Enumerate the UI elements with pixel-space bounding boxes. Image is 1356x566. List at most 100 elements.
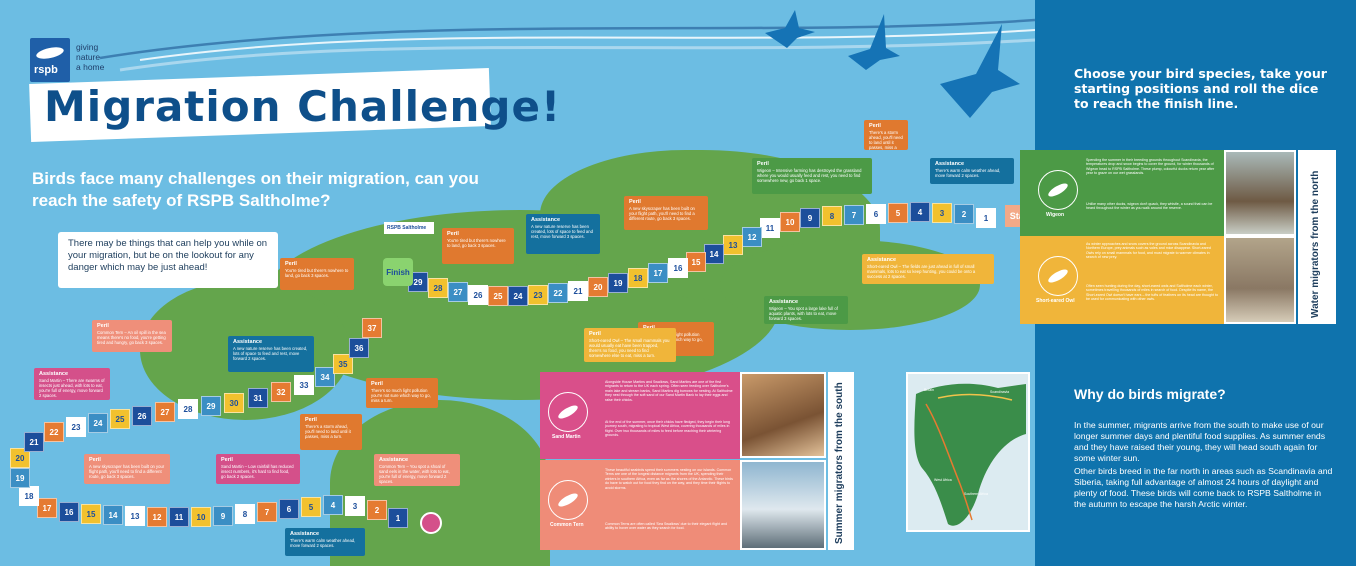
lower-board-space[interactable]: 25 bbox=[110, 409, 130, 429]
upper-board-space[interactable]: 10 bbox=[780, 212, 800, 232]
lower-board-space[interactable]: 1 bbox=[388, 508, 408, 528]
lower-board-space[interactable]: 16 bbox=[59, 502, 79, 522]
upper-board-space[interactable]: 7 bbox=[844, 205, 864, 225]
upper-board-space[interactable]: 28 bbox=[428, 278, 448, 298]
upper-board-space[interactable]: 26 bbox=[468, 285, 488, 305]
lower-board-space[interactable]: 27 bbox=[155, 402, 175, 422]
lower-board-space[interactable]: 37 bbox=[362, 318, 382, 338]
lower-board-space[interactable]: 26 bbox=[132, 406, 152, 426]
card-type: Assistance bbox=[290, 531, 320, 537]
upper-board-space[interactable]: 4 bbox=[910, 202, 930, 222]
page-title: Migration Challenge! bbox=[44, 82, 562, 131]
card-text: There's warm calm weather ahead, move fo… bbox=[935, 168, 1001, 178]
lower-board-space[interactable]: 21 bbox=[24, 432, 44, 452]
card-type: Assistance bbox=[769, 299, 799, 305]
lower-board-space[interactable]: 30 bbox=[224, 393, 244, 413]
lower-board-space[interactable]: 3 bbox=[345, 496, 365, 516]
lower-board-space[interactable]: 34 bbox=[315, 367, 335, 387]
lower-board-space[interactable]: 6 bbox=[279, 499, 299, 519]
upper-board-space[interactable]: 19 bbox=[608, 273, 628, 293]
lower-board-space[interactable]: 13 bbox=[125, 506, 145, 526]
logo-tag-line: a home bbox=[76, 62, 105, 72]
south-label: Summer migrators from the south bbox=[834, 382, 845, 544]
upper-board-space[interactable]: 22 bbox=[548, 283, 568, 303]
upper-board-space[interactable]: 21 bbox=[568, 281, 588, 301]
upper-board-space[interactable]: 14 bbox=[704, 244, 724, 264]
lower-board-space[interactable]: 23 bbox=[66, 417, 86, 437]
upper-board-space[interactable]: 12 bbox=[742, 227, 762, 247]
lower-board-space[interactable]: 19 bbox=[10, 468, 30, 488]
card-text: A new skyscraper has been built on your … bbox=[629, 206, 695, 221]
card-type: Peril bbox=[221, 457, 233, 463]
lower-board-space[interactable]: 28 bbox=[178, 399, 198, 419]
upper-board-space[interactable]: 11 bbox=[760, 218, 780, 238]
sand-martin-panel: Sand Martin Alongside House Martins and … bbox=[540, 372, 740, 459]
upper-board-space[interactable]: 8 bbox=[822, 206, 842, 226]
wigeon-panel: Wigeon Spending the summer in their bree… bbox=[1020, 150, 1224, 236]
lower-board-space[interactable]: 10 bbox=[191, 507, 211, 527]
upper-board-space[interactable]: 9 bbox=[800, 208, 820, 228]
lower-board-space[interactable]: 35 bbox=[333, 354, 353, 374]
upper-board-space[interactable]: 6 bbox=[866, 204, 886, 224]
sand-martin-name: Sand Martin bbox=[552, 434, 581, 440]
lower-board-space[interactable]: 2 bbox=[367, 500, 387, 520]
saltholme-flag: RSPB Saltholme bbox=[384, 222, 434, 234]
intro-box: There may be things that can help you wh… bbox=[58, 232, 278, 288]
upper-board-space[interactable]: 16 bbox=[668, 258, 688, 278]
lower-board-space[interactable]: 9 bbox=[213, 506, 233, 526]
upper-board-space[interactable]: 1 bbox=[976, 208, 996, 228]
logo-tag-line: nature bbox=[76, 52, 101, 62]
lower-board-space[interactable]: 14 bbox=[103, 505, 123, 525]
upper-board-space[interactable]: 24 bbox=[508, 286, 528, 306]
lower-board-space[interactable]: 20 bbox=[10, 448, 30, 468]
lower-board-space[interactable]: 32 bbox=[271, 382, 291, 402]
upper-board-space[interactable]: 27 bbox=[448, 282, 468, 302]
upper-board-space[interactable]: 23 bbox=[528, 285, 548, 305]
upper-board-space[interactable]: 5 bbox=[888, 203, 908, 223]
lower-board-space[interactable]: 22 bbox=[44, 422, 64, 442]
upper-board-space[interactable]: 2 bbox=[954, 204, 974, 224]
wigeon-name: Wigeon bbox=[1046, 212, 1065, 218]
finish-space[interactable]: Finish bbox=[383, 258, 413, 286]
lower-board-space[interactable]: 31 bbox=[248, 388, 268, 408]
card-text: There's so much light pollution you're n… bbox=[371, 388, 431, 403]
upper-board-space[interactable]: 20 bbox=[588, 277, 608, 297]
lower-board-space[interactable]: 12 bbox=[147, 507, 167, 527]
card-text: There's a storm ahead, you'll need to la… bbox=[869, 130, 903, 150]
owl-icon bbox=[1046, 267, 1070, 285]
lower-board-space[interactable]: 33 bbox=[294, 375, 314, 395]
lower-board-space[interactable]: 4 bbox=[323, 495, 343, 515]
common-tern-panel: Common Tern These beautiful seabirds spe… bbox=[540, 460, 740, 550]
goose-icon bbox=[765, 8, 815, 53]
lower-board-space[interactable]: 17 bbox=[37, 498, 57, 518]
lower-board-space[interactable]: 11 bbox=[169, 507, 189, 527]
lower-board-space[interactable]: 24 bbox=[88, 413, 108, 433]
lower-board-space[interactable]: 15 bbox=[81, 504, 101, 524]
lower-board-space[interactable]: 5 bbox=[301, 497, 321, 517]
north-label-strip bbox=[1298, 150, 1336, 324]
upper-board-space[interactable]: 17 bbox=[648, 263, 668, 283]
lower-board-space[interactable]: 18 bbox=[19, 486, 39, 506]
owl-name: Short-eared Owl bbox=[1036, 298, 1075, 304]
card-type: Peril bbox=[589, 331, 601, 337]
upper-board-space[interactable]: 25 bbox=[488, 286, 508, 306]
upper-board-space[interactable]: 3 bbox=[932, 203, 952, 223]
lower-board-space[interactable]: 7 bbox=[257, 502, 277, 522]
upper-board-space[interactable]: 15 bbox=[686, 252, 706, 272]
upper-board-space[interactable]: 18 bbox=[628, 268, 648, 288]
upper-board-space[interactable]: 13 bbox=[723, 235, 743, 255]
lower-board-space[interactable]: 8 bbox=[235, 504, 255, 524]
lower-board-space[interactable]: 36 bbox=[349, 338, 369, 358]
logo-tagline: giving nature a home bbox=[76, 42, 136, 72]
map-label: West Africa bbox=[934, 478, 952, 482]
lower-board-space[interactable]: 29 bbox=[201, 396, 221, 416]
south-label-strip bbox=[828, 372, 854, 550]
